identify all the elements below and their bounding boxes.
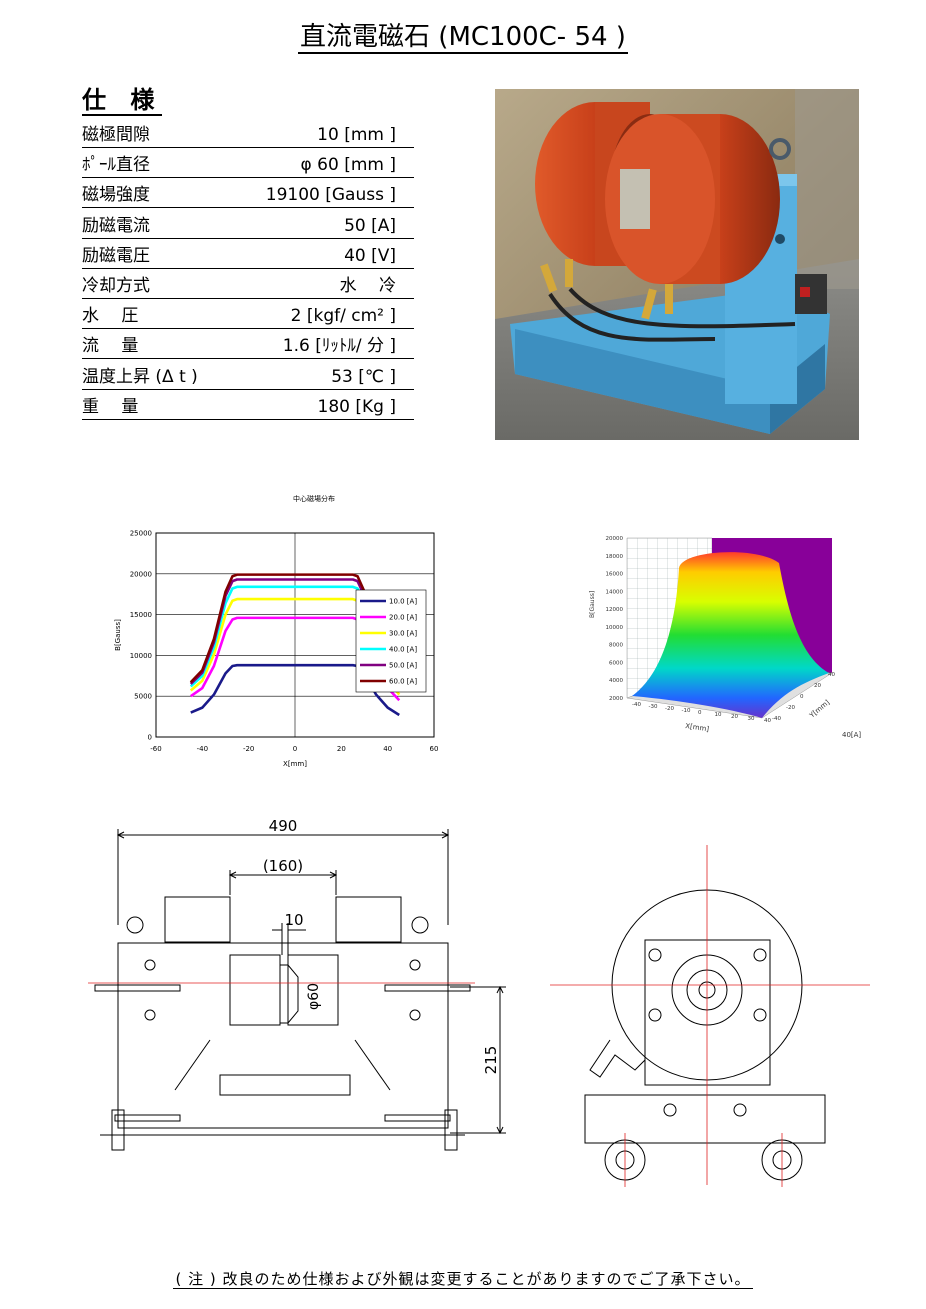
dim-pole-outer: (160) [263,857,303,875]
spec-value: φ 60 [mm ] [300,155,396,176]
x-tick-label: -60 [150,745,161,753]
spec-label: 励磁電流 [82,215,150,236]
dim-gap: 10 [284,911,303,929]
dimension-drawings: 490 (160) 10 φ60 215 [70,815,890,1195]
x-tick-label: -40 [632,702,641,708]
spec-label: 流 量 [82,336,139,357]
spec-value: 180 [Kg ] [317,396,396,417]
spec-value: 2 [kgf/ cm² ] [290,306,396,327]
spec-label: ﾎﾟｰﾙ直径 [82,155,150,176]
y-tick-label: 5000 [134,693,152,701]
legend-box [355,589,427,693]
z-tick-label: 8000 [609,643,623,649]
legend-label: 10.0 [A] [389,598,417,606]
center-field-chart: 中心磁場分布 0 5000 10000 15000 20000 25000 -60 -40 -2… [100,490,450,780]
spec-label: 温度上昇 (Δ t ) [82,366,198,387]
spec-value: 50 [A] [344,215,396,236]
spec-row: 流 量 1.6 [ﾘｯﾄﾙ/ 分 ] [82,334,414,360]
y-tick-label: 20 [814,683,821,689]
chart-legend: 10.0 [A] 20.0 [A] 30.0 [A] 40.0 [A] 50.0 [A]… [355,589,427,693]
z-tick-label: 2000 [609,696,623,702]
spec-row: 温度上昇 (Δ t ) 53 [℃ ] [82,365,414,390]
x-tick-label: 10 [715,712,722,718]
x-tick-label: -30 [649,704,658,710]
y-tick-label: 40 [828,672,835,678]
legend-label: 50.0 [A] [389,662,417,670]
spec-value: 1.6 [ﾘｯﾄﾙ/ 分 ] [282,336,396,357]
spec-label: 水 圧 [82,306,139,327]
spec-value: 40 [V] [344,245,396,266]
y-axis-label: B[Gauss] [114,619,122,651]
spec-label: 重 量 [82,396,139,417]
spec-row: 磁場強度 19100 [Gauss ] [82,183,414,209]
z-tick-label: 16000 [606,572,624,578]
chart-title: 中心磁場分布 [293,494,335,503]
x-tick-label: -20 [665,706,674,712]
x-tick-label: 30 [748,716,755,722]
page-title: 直流電磁石 (MC100C- 54 ) [298,22,628,54]
plot3d-current-label: 40[A] [842,731,861,739]
legend-label: 40.0 [A] [389,646,417,654]
x-tick-label: 60 [430,745,439,753]
spec-value: 10 [mm ] [317,125,396,145]
z-tick-label: 10000 [606,625,624,631]
spec-row: ﾎﾟｰﾙ直径 φ 60 [mm ] [82,153,414,179]
x-tick-label: 40 [764,718,771,724]
legend-label: 30.0 [A] [389,630,417,638]
spec-row: 重 量 180 [Kg ] [82,395,414,420]
z-tick-label: 6000 [609,660,623,666]
spec-value: 19100 [Gauss ] [265,185,396,206]
x-tick-label: 20 [337,745,346,753]
spec-label: 冷却方式 [82,276,150,296]
magnet-photo [495,89,859,440]
dim-width: 490 [269,817,298,835]
spec-label: 励磁電圧 [82,245,150,266]
z-tick-label: 4000 [609,678,623,684]
x-tick-label: -40 [197,745,208,753]
plot3d-z-label: B[Gauss] [589,591,596,618]
z-tick-label: 12000 [606,607,624,613]
x-tick-label: -20 [243,745,254,753]
legend-label: 20.0 [A] [389,614,417,622]
spec-label: 磁場強度 [82,185,150,206]
y-tick-label: 25000 [130,530,152,538]
x-tick-label: 40 [383,745,392,753]
z-tick-label: 18000 [606,554,624,560]
spec-row: 励磁電流 50 [A] [82,214,414,239]
y-tick-label: -20 [786,705,795,711]
y-tick-label: 20000 [130,570,152,578]
spec-row: 磁極間隙 10 [mm ] [82,123,414,148]
plot3d-x-label: X[mm] [685,722,710,733]
spec-heading: 仕 様 [82,86,163,116]
spec-row: 励磁電圧 40 [V] [82,244,414,269]
x-tick-label: 20 [731,714,738,720]
spec-row: 冷却方式 水 冷 [82,274,414,299]
x-tick-label: -10 [682,708,691,714]
y-tick-label: 10000 [130,652,152,660]
x-axis-label: X[mm] [283,760,307,768]
spec-value: 水 冷 [339,276,396,296]
z-tick-label: 20000 [606,536,624,542]
x-tick-label: 0 [293,745,297,753]
x-tick-label: 0 [698,710,702,716]
z-tick-label: 14000 [606,589,624,595]
y-tick-label: -40 [772,716,781,722]
legend-label: 60.0 [A] [389,678,417,686]
footer-note: ( 注 ) 改良のため仕様および外観は変更することがありますのでご了承下さい。 [173,1270,753,1289]
dim-pole-dia: φ60 [306,983,322,1010]
y-tick-label: 15000 [130,611,152,619]
dim-height: 215 [482,1046,500,1075]
y-tick-label: 0 [800,694,804,700]
y-tick-label: 0 [148,734,152,742]
spec-label: 磁極間隙 [82,125,150,145]
spec-value: 53 [℃ ] [331,366,396,387]
spec-row: 水 圧 2 [kgf/ cm² ] [82,304,414,330]
